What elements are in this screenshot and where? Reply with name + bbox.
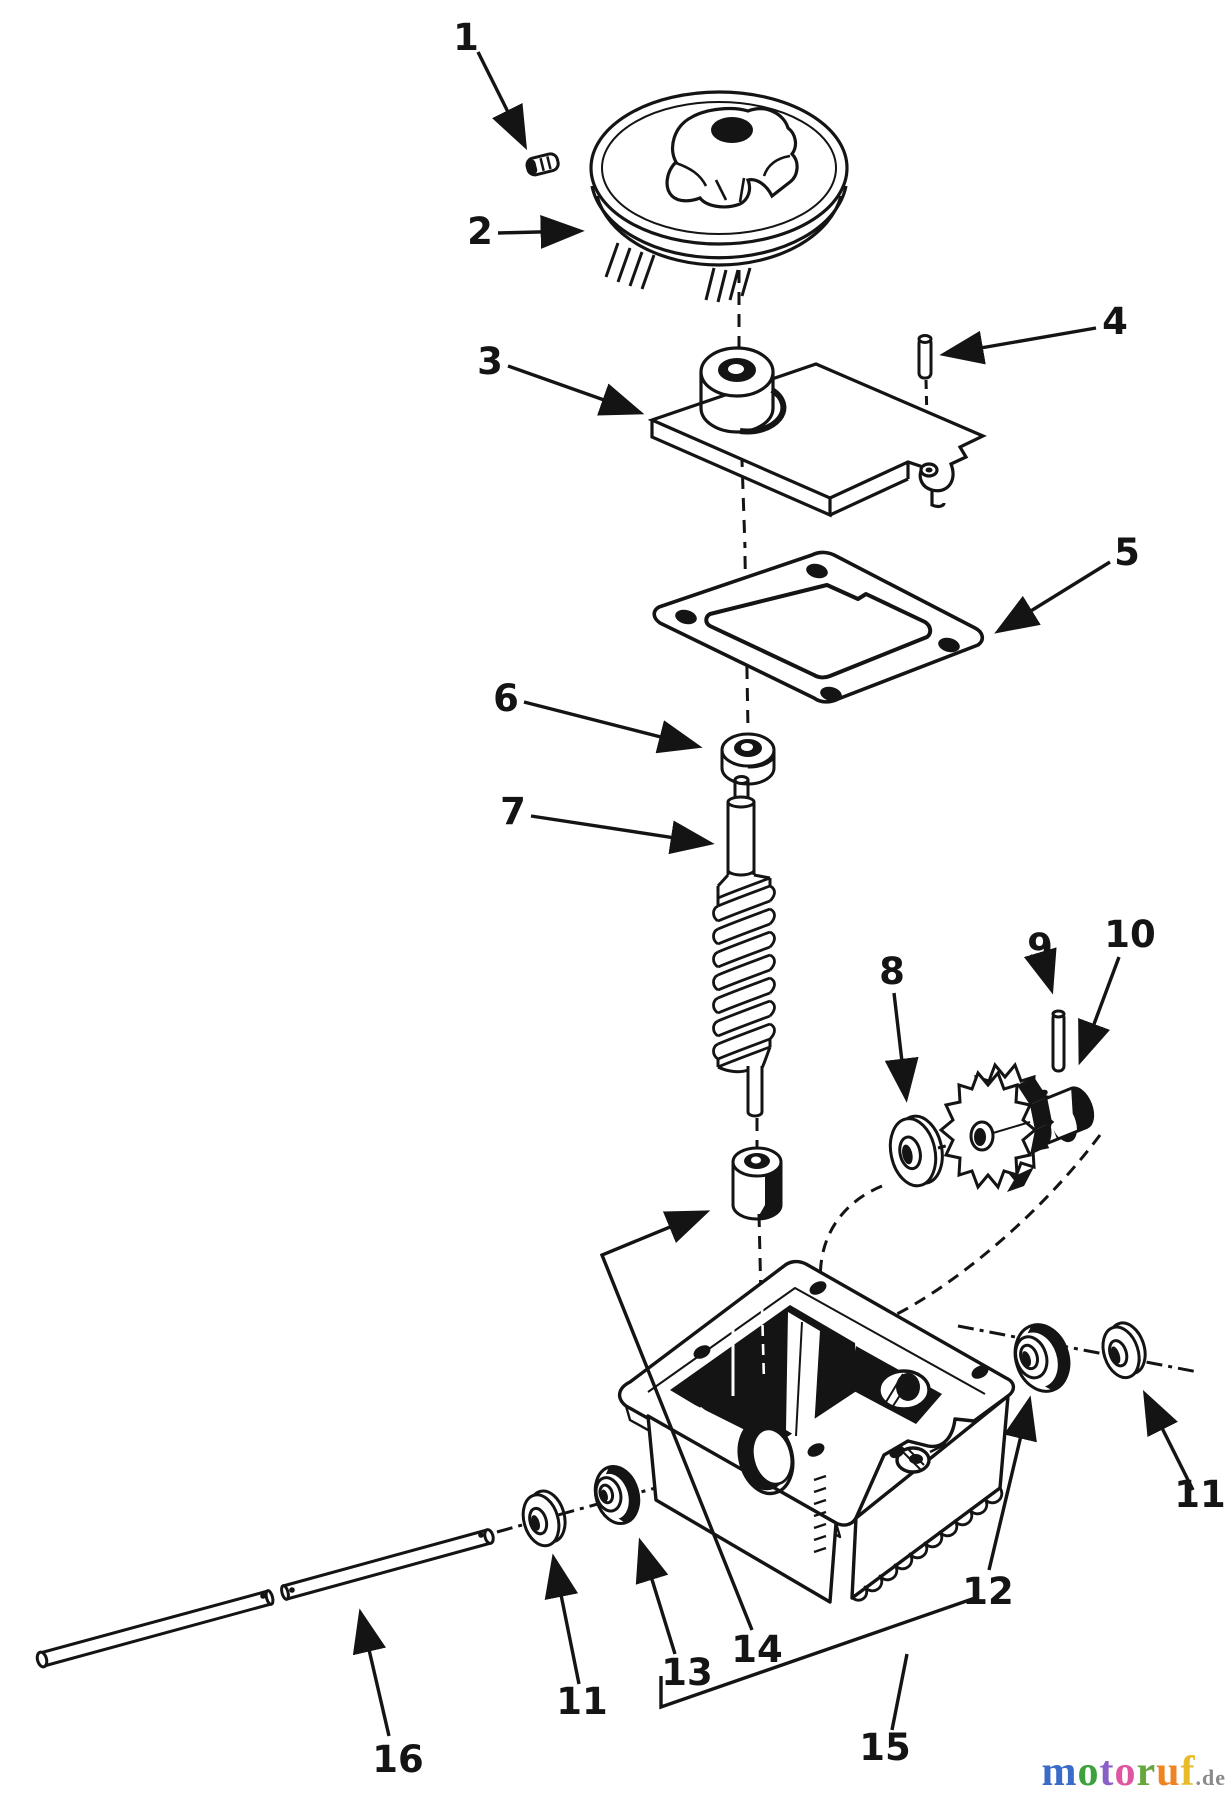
watermark-letter: f <box>1180 1749 1196 1795</box>
callout-13: 13 <box>661 1651 713 1694</box>
leader-11-left <box>544 1553 581 1685</box>
washer-left <box>521 1489 567 1548</box>
leader-10 <box>1078 956 1121 1066</box>
callout-labels: 1 2 3 4 5 6 7 8 9 10 11 11 12 13 14 15 1… <box>372 16 1226 1781</box>
watermark-letter: r <box>1136 1749 1157 1795</box>
callout-9: 9 <box>1027 926 1053 969</box>
leader-16 <box>352 1608 391 1737</box>
leader-15 <box>890 1653 909 1731</box>
callout-1: 1 <box>453 16 479 59</box>
pulley-hatch <box>604 242 752 303</box>
callout-8: 8 <box>879 950 905 993</box>
watermark-logo[interactable]: motoruf.de <box>1041 1748 1226 1796</box>
worm-shaft <box>712 775 776 1118</box>
leader-7 <box>530 814 715 855</box>
leader-14 <box>599 1210 754 1631</box>
callout-12: 12 <box>962 1570 1014 1613</box>
cover-plate <box>647 346 987 518</box>
leader-2 <box>497 214 585 249</box>
pinion-gear <box>939 1063 1095 1192</box>
callout-3: 3 <box>477 340 503 383</box>
watermark-letter: m <box>1041 1749 1078 1795</box>
bearing-left <box>593 1465 641 1525</box>
gear-case <box>618 1259 1016 1604</box>
case-ribs <box>813 1474 827 1554</box>
leader-4 <box>939 326 1097 365</box>
callout-16: 16 <box>372 1738 424 1781</box>
washer-right <box>1101 1321 1147 1380</box>
thrust-washer <box>888 1114 944 1188</box>
leader-13 <box>635 1537 677 1655</box>
callout-4: 4 <box>1102 300 1128 343</box>
pulley <box>589 90 849 303</box>
roll-pin <box>1051 1009 1066 1073</box>
leader-9 <box>1023 947 1057 995</box>
leader-3 <box>507 364 645 416</box>
lower-bushing <box>731 1146 783 1221</box>
watermark-letter: o <box>1114 1749 1137 1795</box>
leader-11-right <box>1142 1389 1195 1491</box>
callout-7: 7 <box>500 790 526 833</box>
leader-8 <box>884 992 919 1103</box>
watermark-suffix: .de <box>1195 1765 1226 1790</box>
callout-6: 6 <box>493 677 519 720</box>
set-screw <box>525 152 560 177</box>
dowel-pin <box>917 334 933 380</box>
callout-5: 5 <box>1114 531 1140 574</box>
leader-5 <box>994 560 1111 634</box>
watermark-letter: t <box>1099 1749 1115 1795</box>
watermark-letter: o <box>1077 1749 1100 1795</box>
leader-6 <box>523 700 703 754</box>
leader-12 <box>987 1395 1037 1571</box>
axle-shaft <box>35 1528 495 1669</box>
leader-lines <box>352 51 1195 1737</box>
callout-11-left: 11 <box>556 1680 608 1723</box>
worm-threads <box>712 876 776 1069</box>
callout-2: 2 <box>467 210 493 253</box>
callout-10: 10 <box>1104 913 1156 956</box>
bearing-right <box>1013 1323 1071 1393</box>
pulley-hub <box>665 106 799 209</box>
callout-15: 15 <box>859 1726 911 1769</box>
gasket <box>652 550 985 704</box>
callout-14: 14 <box>731 1628 783 1671</box>
pulley-bore <box>711 117 753 143</box>
upper-bearing <box>720 732 776 786</box>
callout-11-right: 11 <box>1174 1473 1226 1516</box>
bracket-13-15 <box>659 1595 979 1710</box>
watermark-letter: u <box>1156 1749 1181 1795</box>
leader-1 <box>476 51 528 151</box>
